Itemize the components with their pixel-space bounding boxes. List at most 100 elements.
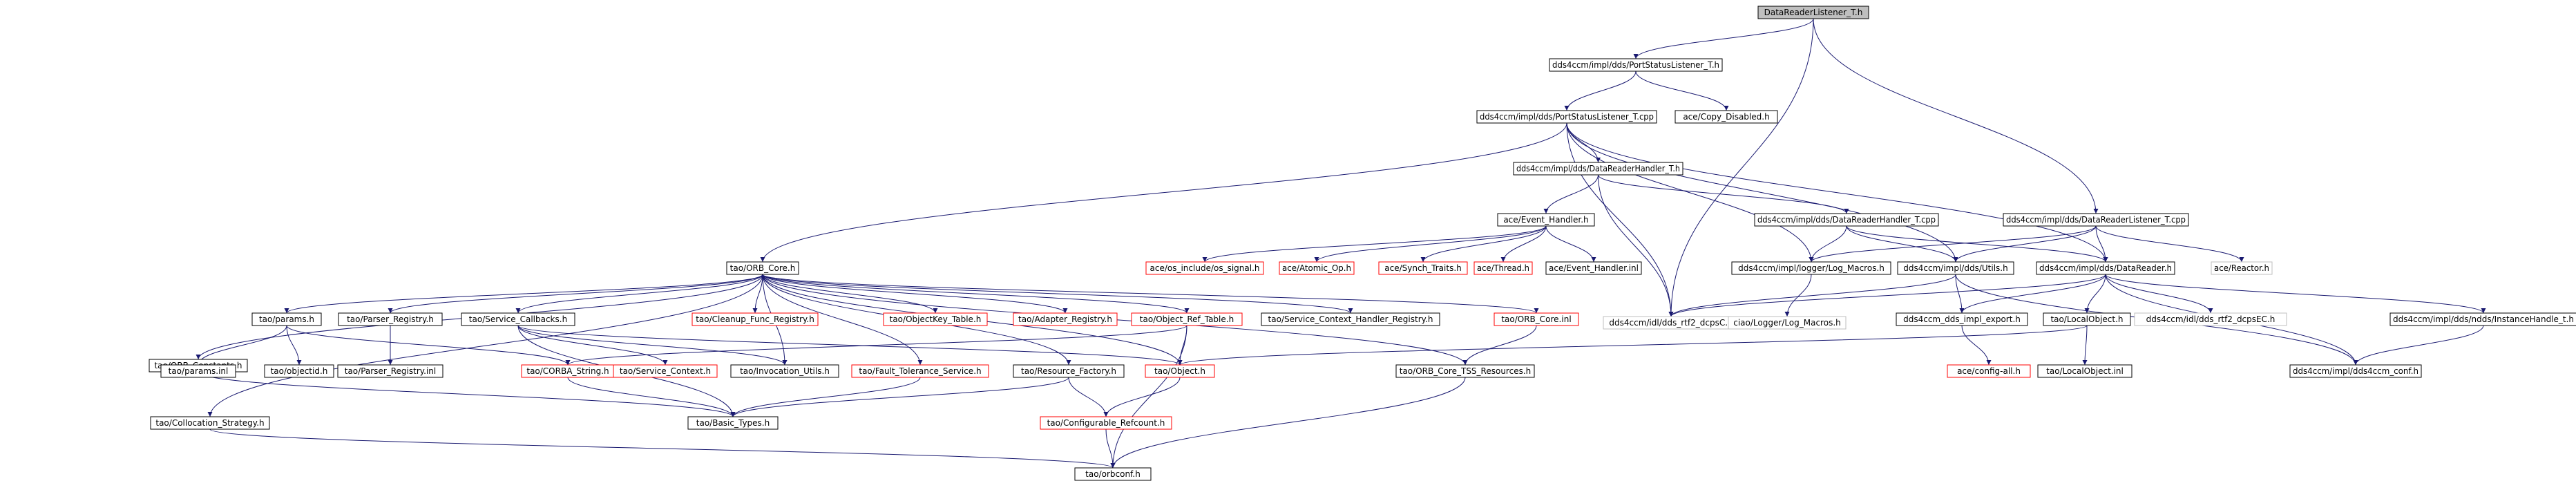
- node-impl-export[interactable]: dds4ccm_dds_impl_export.h: [1896, 312, 2028, 326]
- node-config-all[interactable]: ace/config-all.h: [1947, 364, 2031, 378]
- node-label: tao/Service_Context.h: [620, 366, 711, 376]
- node-objkey-table[interactable]: tao/ObjectKey_Table.h: [883, 312, 988, 326]
- edge-resource-factory-to-basic-types: [730, 377, 1069, 417]
- node-label: tao/ORB_Core_TSS_Resources.h: [1400, 366, 1532, 376]
- node-label: ace/Event_Handler.inl: [1549, 263, 1639, 273]
- edge-drh-cpp-to-log-macros: [1809, 225, 1847, 263]
- node-box: [691, 312, 819, 326]
- node-box: [1947, 364, 2031, 378]
- edge-psl-cpp-to-dds-rtf2: [1566, 122, 1674, 317]
- node-ciao-log[interactable]: ciao/Logger/Log_Macros.h: [1728, 316, 1847, 330]
- edge-orb-core-to-orb-core-inl: [762, 274, 1539, 314]
- node-box: [461, 312, 575, 326]
- node-instance-handle[interactable]: dds4ccm/impl/dds/ndds/InstanceHandle_t.h: [2389, 312, 2576, 326]
- edge-params-h-to-objectid: [286, 325, 302, 366]
- node-orb-core[interactable]: tao/ORB_Core.h: [726, 261, 799, 275]
- edge-orb-core-to-collocation: [207, 274, 763, 417]
- node-dds-rtf2[interactable]: dds4ccm/idl/dds_rtf2_dcpsC.h: [1603, 316, 1739, 330]
- node-configurable-refcount[interactable]: tao/Configurable_Refcount.h: [1040, 416, 1172, 430]
- node-box: [2037, 364, 2133, 378]
- node-log-macros[interactable]: dds4ccm/impl/logger/Log_Macros.h: [1731, 261, 1891, 275]
- node-datareader-h[interactable]: dds4ccm/impl/dds/DataReader.h: [2036, 261, 2175, 275]
- node-orb-core-tss[interactable]: tao/ORB_Core_TSS_Resources.h: [1395, 364, 1535, 378]
- node-psl-cpp[interactable]: dds4ccm/impl/dds/PortStatusListener_T.cp…: [1476, 110, 1657, 124]
- edge-root-to-psl-h: [1633, 18, 1814, 59]
- node-drh-h[interactable]: dds4ccm/impl/dds/DataReaderHandler_T.h: [1513, 162, 1683, 176]
- node-local-object-inl[interactable]: tao/LocalObject.inl: [2037, 364, 2133, 378]
- node-box: [1675, 110, 1778, 124]
- node-os-signal[interactable]: ace/os_include/os_signal.h: [1145, 261, 1264, 275]
- node-label: tao/Adapter_Registry.h: [1018, 314, 1112, 324]
- node-invocation-utils[interactable]: tao/Invocation_Utils.h: [730, 364, 839, 378]
- edge-orb-core-to-parser-reg: [388, 274, 763, 314]
- node-thread[interactable]: ace/Thread.h: [1473, 261, 1533, 275]
- node-reactor-h[interactable]: ace/Reactor.h: [2211, 261, 2273, 275]
- node-orbconf[interactable]: tao/orbconf.h: [1074, 467, 1152, 481]
- node-synch-traits[interactable]: ace/Synch_Traits.h: [1378, 261, 1468, 275]
- node-box: [2043, 312, 2131, 326]
- node-objref-table[interactable]: tao/Object_Ref_Table.h: [1131, 312, 1243, 326]
- node-box: [883, 312, 988, 326]
- node-label: ace/Atomic_Op.h: [1282, 263, 1351, 273]
- edge-datareader-h-to-dds-rtf2: [1668, 274, 2106, 317]
- node-params-h[interactable]: tao/params.h: [251, 312, 322, 326]
- node-orb-core-inl[interactable]: tao/ORB_Core.inl: [1494, 312, 1579, 326]
- edge-evh-h-to-synch-traits: [1420, 225, 1547, 263]
- node-resource-factory[interactable]: tao/Resource_Factory.h: [1013, 364, 1125, 378]
- node-label: dds4ccm/impl/dds/PortStatusListener_T.cp…: [1480, 112, 1654, 122]
- edge-drh-cpp-to-datareader-h: [1846, 225, 2108, 263]
- node-box: [1731, 261, 1891, 275]
- node-label: ace/os_include/os_signal.h: [1150, 263, 1260, 273]
- node-dds4ccm-conf[interactable]: dds4ccm/impl/dds4ccm_conf.h: [2289, 364, 2422, 378]
- node-box: [1497, 213, 1595, 227]
- node-evh-inl[interactable]: ace/Event_Handler.inl: [1545, 261, 1642, 275]
- node-dds-rtf2-ec[interactable]: dds4ccm/idl/dds_rtf2_dcpsEC.h: [2134, 312, 2287, 326]
- node-corba-string[interactable]: tao/CORBA_String.h: [521, 364, 615, 378]
- node-svc-ctx-handler[interactable]: tao/Service_Context_Handler_Registry.h: [1261, 312, 1440, 326]
- node-utils-h[interactable]: dds4ccm/impl/dds/Utils.h: [1897, 261, 2014, 275]
- edge-orb-core-to-params-h: [284, 274, 763, 314]
- node-label: tao/ObjectKey_Table.h: [890, 314, 982, 324]
- edge-orb-core-to-cleanup-func: [752, 274, 763, 314]
- node-box: [2211, 261, 2273, 275]
- node-svc-context[interactable]: tao/Service_Context.h: [613, 364, 718, 378]
- node-label: dds4ccm/impl/dds/DataReaderListener_T.cp…: [2006, 215, 2186, 225]
- node-label: dds4ccm/impl/dds/Utils.h: [1903, 263, 2007, 273]
- node-label: dds4ccm/impl/dds/ndds/InstanceHandle_t.h: [2393, 314, 2574, 324]
- node-collocation[interactable]: tao/Collocation_Strategy.h: [150, 416, 270, 430]
- node-label: tao/ORB_Core.inl: [1501, 314, 1571, 324]
- node-psl-h[interactable]: dds4ccm/impl/dds/PortStatusListener_T.h: [1549, 58, 1723, 72]
- node-box: [687, 416, 779, 430]
- node-root[interactable]: DataReaderListener_T.h: [1757, 6, 1869, 19]
- node-basic-types[interactable]: tao/Basic_Types.h: [687, 416, 779, 430]
- node-atomic-op[interactable]: ace/Atomic_Op.h: [1279, 261, 1355, 275]
- node-drl-cpp[interactable]: dds4ccm/impl/dds/DataReaderListener_T.cp…: [2003, 213, 2189, 227]
- edge-datareader-h-to-dds-rtf2-ec: [2105, 274, 2213, 314]
- node-object-h[interactable]: tao/Object.h: [1145, 364, 1215, 378]
- node-copy-dis[interactable]: ace/Copy_Disabled.h: [1675, 110, 1778, 124]
- node-parser-reg-inl[interactable]: tao/Parser_Registry.inl: [337, 364, 443, 378]
- node-drh-cpp[interactable]: dds4ccm/impl/dds/DataReaderHandler_T.cpp: [1754, 213, 1939, 227]
- node-objectid[interactable]: tao/objectid.h: [264, 364, 334, 378]
- edge-objref-table-to-corba-string: [565, 325, 1187, 366]
- node-params-inl[interactable]: tao/params.inl: [160, 364, 236, 378]
- node-box: [726, 261, 799, 275]
- node-box: [1131, 312, 1243, 326]
- edge-drl-cpp-to-datareader-h: [2095, 225, 2108, 263]
- node-label: tao/Fault_Tolerance_Service.h: [859, 366, 981, 376]
- node-fault-tolerance[interactable]: tao/Fault_Tolerance_Service.h: [851, 364, 989, 378]
- node-box: [1545, 261, 1642, 275]
- node-cleanup-func[interactable]: tao/Cleanup_Func_Registry.h: [691, 312, 819, 326]
- node-parser-reg[interactable]: tao/Parser_Registry.h: [338, 312, 443, 326]
- node-label: dds4ccm/impl/logger/Log_Macros.h: [1738, 263, 1885, 273]
- edge-local-object-h-to-object-h: [1177, 325, 2088, 366]
- node-local-object-h[interactable]: tao/LocalObject.h: [2043, 312, 2131, 326]
- node-evh-h[interactable]: ace/Event_Handler.h: [1497, 213, 1595, 227]
- node-label: tao/params.inl: [169, 366, 229, 376]
- node-box: [1757, 6, 1869, 19]
- node-box: [150, 416, 270, 430]
- node-label: tao/Parser_Registry.h: [347, 314, 434, 324]
- node-adapter-reg[interactable]: tao/Adapter_Registry.h: [1013, 312, 1118, 326]
- edge-evh-h-to-os-signal: [1202, 225, 1547, 263]
- node-svc-callbacks[interactable]: tao/Service_Callbacks.h: [461, 312, 575, 326]
